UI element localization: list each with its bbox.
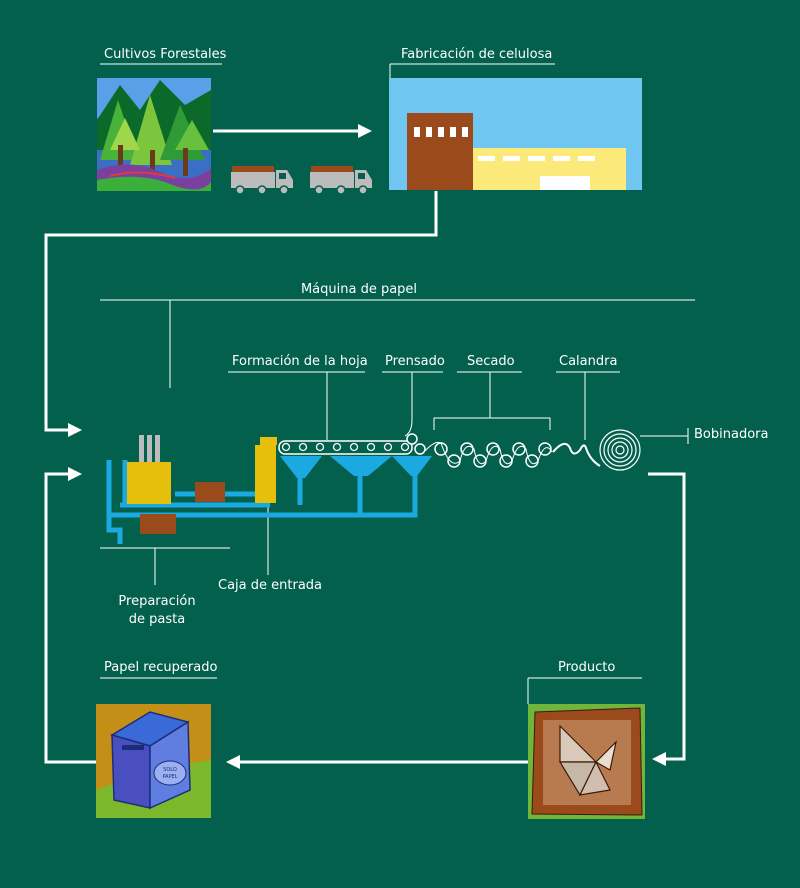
- truck-icon: [231, 166, 293, 195]
- recycling-bin-image: SOLO PAPEL: [96, 704, 211, 818]
- truck-icon: [310, 166, 372, 195]
- label-fabricacion-celulosa: Fabricación de celulosa: [401, 47, 553, 62]
- arrowheads: [68, 124, 666, 769]
- leader-lines: [100, 63, 695, 704]
- label-formacion-hoja: Formación de la hoja: [232, 354, 368, 369]
- label-maquina-papel: Máquina de papel: [300, 282, 418, 297]
- forest-image: [97, 78, 211, 191]
- label-de-pasta: de pasta: [128, 612, 186, 627]
- label-cultivos-forestales: Cultivos Forestales: [104, 47, 227, 62]
- label-papel-recuperado: Papel recuperado: [104, 660, 218, 675]
- paper-machine: [106, 429, 641, 544]
- label-preparacion: Preparación: [118, 594, 196, 609]
- label-caja-entrada: Caja de entrada: [218, 578, 322, 593]
- pulp-factory-image: [389, 78, 642, 190]
- flow-arrows: [44, 129, 686, 764]
- bin-text: SOLO: [163, 767, 177, 773]
- label-bobinadora: Bobinadora: [694, 427, 769, 442]
- label-secado: Secado: [467, 354, 515, 369]
- label-prensado: Prensado: [385, 354, 445, 369]
- label-calandra: Calandra: [559, 354, 618, 369]
- product-image: [528, 704, 645, 819]
- label-producto: Producto: [558, 660, 616, 675]
- bin-text: PAPEL: [162, 774, 177, 780]
